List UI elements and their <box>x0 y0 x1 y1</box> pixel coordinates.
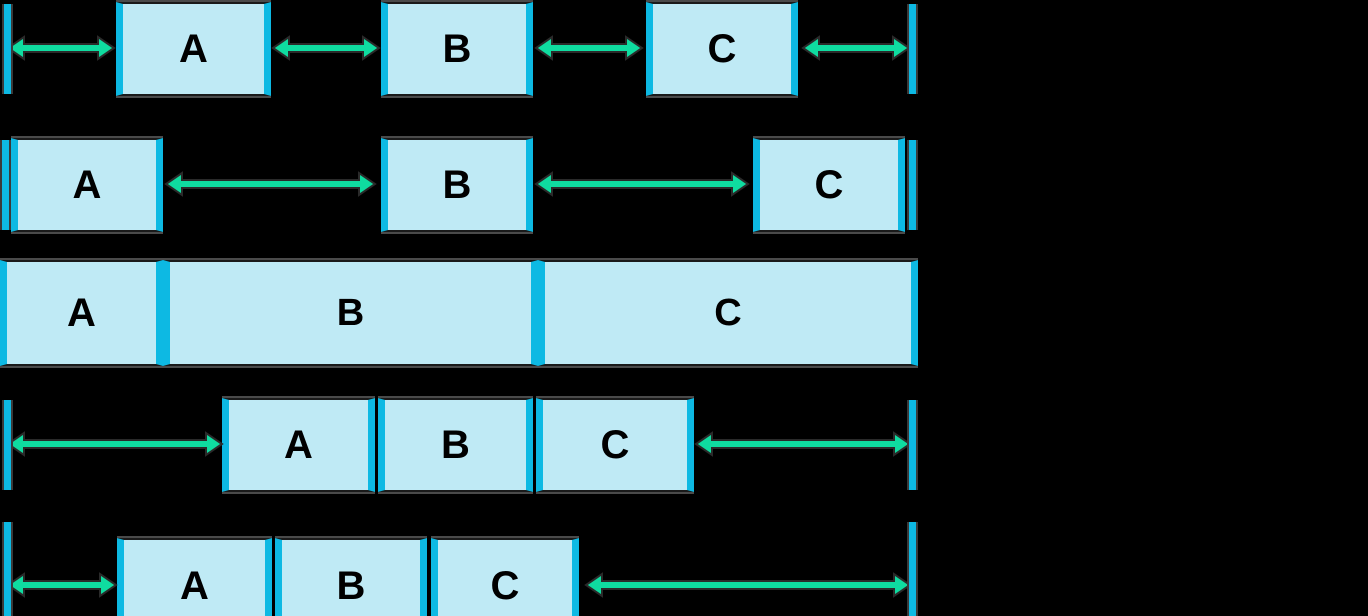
container-end-bar <box>907 4 918 94</box>
flex-item-b: B <box>275 538 427 616</box>
flex-item-a: A <box>11 138 163 232</box>
container-start-bar <box>0 140 11 230</box>
flex-item-label: B <box>441 423 470 467</box>
container-end-bar <box>907 400 918 490</box>
flex-item-c: C <box>646 2 798 96</box>
gap-arrow <box>4 427 226 461</box>
gap-arrow <box>4 31 118 65</box>
flex-item-a: A <box>0 260 163 366</box>
flex-item-label: C <box>814 163 844 207</box>
gap-arrow <box>164 167 379 201</box>
flex-item-label: C <box>714 292 742 334</box>
flex-item-c: C <box>753 138 905 232</box>
container-start-bar <box>2 400 13 490</box>
flex-item-label: B <box>336 564 366 608</box>
gap-arrow <box>534 31 646 65</box>
flex-item-c: C <box>536 398 694 492</box>
flex-item-a: A <box>116 2 271 96</box>
container-end-bar <box>907 140 918 230</box>
container-end-bar <box>907 522 918 616</box>
gap-arrow <box>692 427 914 461</box>
gap-arrow <box>4 568 120 602</box>
flex-item-b: B <box>163 260 538 366</box>
gap-arrow <box>271 31 383 65</box>
flex-item-c: C <box>538 260 918 366</box>
flex-item-label: C <box>600 423 630 467</box>
flex-item-label: A <box>67 291 96 335</box>
diagram-row-flex-start: A B C <box>0 518 920 616</box>
flex-item-b: B <box>381 138 533 232</box>
flex-item-b: B <box>378 398 533 492</box>
flex-item-a: A <box>117 538 272 616</box>
flex-item-label: A <box>180 564 209 608</box>
diagram-row-stretch: A B C <box>0 258 920 368</box>
flex-item-label: B <box>442 163 472 207</box>
diagram-row-space-between: A B C <box>0 136 920 234</box>
flex-item-label: B <box>336 292 365 334</box>
flex-item-label: C <box>490 564 520 608</box>
flex-item-label: A <box>179 27 208 71</box>
diagram-row-space-around: A B C <box>0 0 920 98</box>
flex-item-c: C <box>431 538 579 616</box>
flex-item-label: B <box>442 27 472 71</box>
diagram-row-center: A B C <box>0 396 920 494</box>
flex-item-label: C <box>707 27 737 71</box>
container-start-bar <box>2 522 13 616</box>
flex-item-b: B <box>381 2 533 96</box>
gap-arrow <box>582 568 914 602</box>
flex-item-label: A <box>72 163 102 207</box>
container-start-bar <box>2 4 13 94</box>
flex-item-a: A <box>222 398 375 492</box>
gap-arrow <box>534 167 752 201</box>
gap-arrow <box>799 31 913 65</box>
flex-item-label: A <box>284 423 313 467</box>
